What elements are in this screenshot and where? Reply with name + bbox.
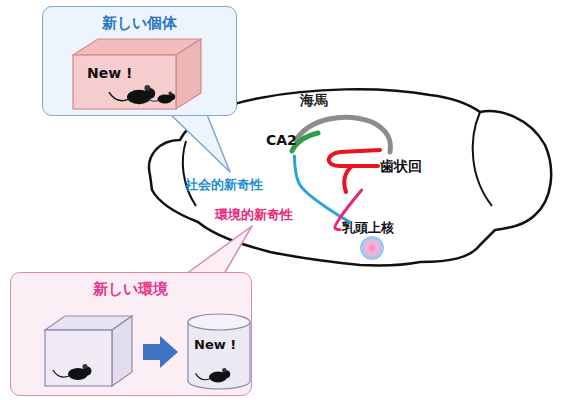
novelty-tag: New ! xyxy=(87,65,132,82)
callout-title: 新しい個体 xyxy=(43,14,235,32)
cage-cylinder: New ! xyxy=(186,313,252,391)
novelty-tag: New ! xyxy=(194,337,236,353)
callout-title: 新しい環境 xyxy=(11,280,250,298)
olfactory-boundary xyxy=(183,141,196,206)
callout-tail xyxy=(168,112,230,172)
mouse-icon xyxy=(146,92,175,104)
supramammillary-circle xyxy=(360,236,384,260)
mouse-icon xyxy=(53,364,92,380)
transition-arrow xyxy=(143,336,178,368)
region-node: 歯状回 xyxy=(325,145,430,190)
region-name: CA2 xyxy=(266,132,297,149)
mouse-icon xyxy=(196,368,231,382)
mouse-icon xyxy=(109,85,155,104)
pathway-line xyxy=(335,190,362,230)
cerebellum-boundary xyxy=(473,112,492,206)
callout-box: 新しい個体 New ! xyxy=(42,6,237,116)
region-label: 海馬 xyxy=(300,92,328,109)
pathway-line xyxy=(294,156,349,222)
edge-label: 環境的新奇性 xyxy=(215,207,293,223)
dentate-gyrus-shape xyxy=(329,150,380,192)
cage-front xyxy=(45,330,112,386)
region-name: 歯状回 xyxy=(380,158,422,175)
cage-box: New ! xyxy=(73,37,203,109)
region-node: 乳頭上核 xyxy=(340,222,410,260)
region-node: CA2 xyxy=(262,130,322,156)
edge-label: 社会的新奇性 xyxy=(185,177,263,193)
callout-tail xyxy=(186,226,252,274)
cage-side xyxy=(112,316,132,386)
